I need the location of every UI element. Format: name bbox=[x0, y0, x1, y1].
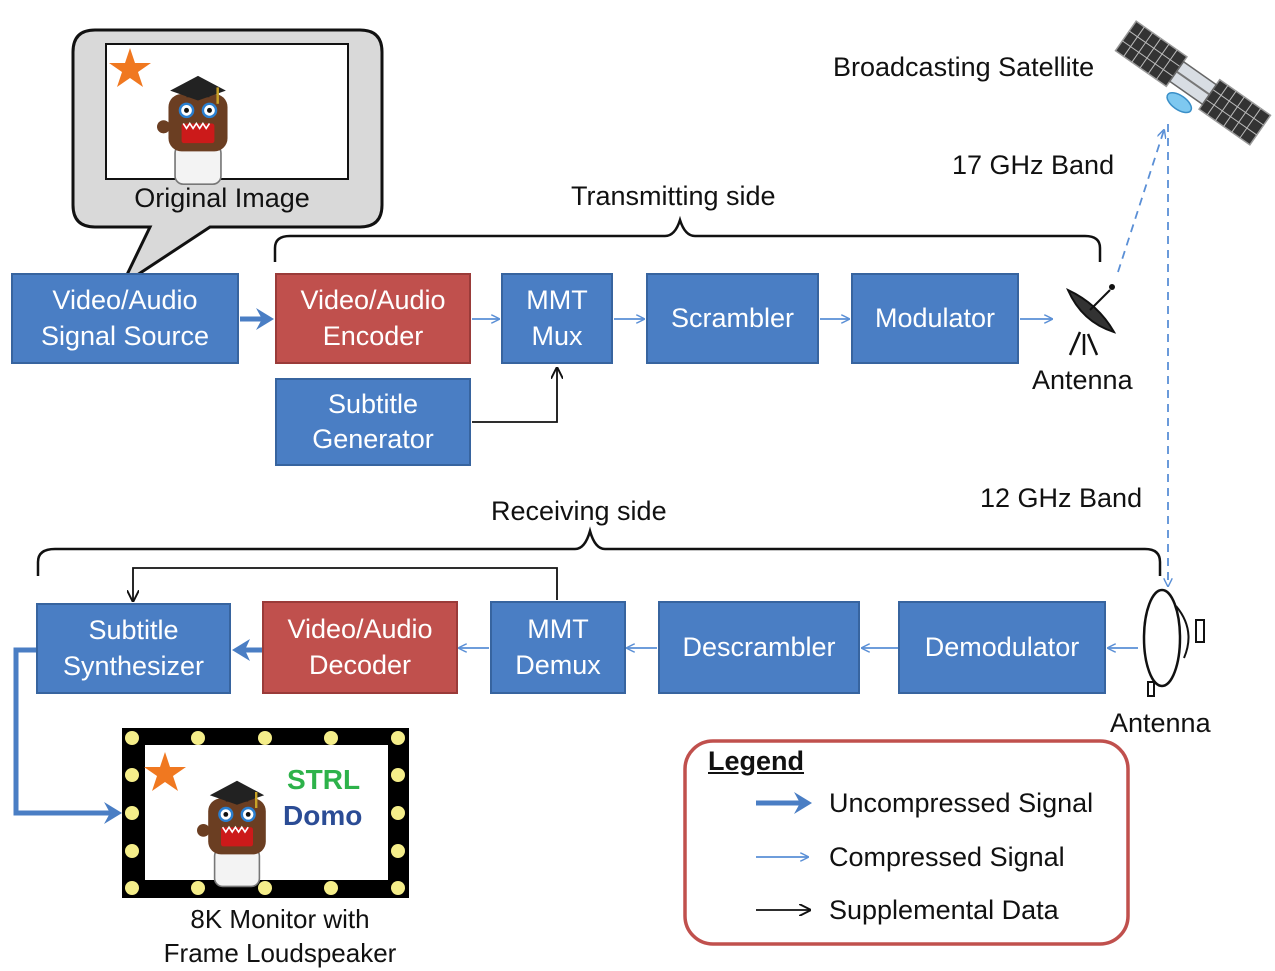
mmt-mux-block: MMT Mux bbox=[501, 273, 613, 364]
signal-source-block: Video/Audio Signal Source bbox=[11, 273, 239, 364]
legend-box bbox=[683, 739, 1130, 946]
compressed-arrows bbox=[459, 124, 1168, 648]
monitor-caption: 8K Monitor with Frame Loudspeaker bbox=[163, 904, 397, 968]
loudspeaker-lights bbox=[125, 731, 405, 895]
domo-character-icon bbox=[157, 75, 228, 185]
transmitting-brace bbox=[273, 215, 1102, 262]
transmit-antenna-icon bbox=[1066, 284, 1117, 356]
monitor-strl-text: STRL bbox=[287, 764, 361, 795]
subtitle-generator-block: Subtitle Generator bbox=[275, 378, 471, 466]
satellite-label: Broadcasting Satellite bbox=[833, 52, 1095, 82]
legend-item: Uncompressed Signal bbox=[829, 788, 1094, 818]
transmitting-side-label: Transmitting side bbox=[571, 181, 776, 211]
demodulator-block: Demodulator bbox=[898, 601, 1106, 694]
receive-antenna-icon bbox=[1142, 588, 1205, 697]
subtitle-synthesizer-block: Subtitle Synthesizer bbox=[36, 603, 231, 694]
uncompressed-arrowheads bbox=[104, 308, 274, 824]
downlink-band-label: 12 GHz Band bbox=[980, 483, 1143, 513]
legend-title: Legend bbox=[708, 746, 805, 776]
receiving-side-label: Receiving side bbox=[491, 496, 667, 526]
receive-antenna-label: Antenna bbox=[1110, 708, 1211, 738]
mmt-demux-block: MMT Demux bbox=[490, 601, 626, 694]
legend-uncompressed-arrow-icon bbox=[756, 792, 812, 814]
modulator-block: Modulator bbox=[851, 273, 1019, 364]
star-icon bbox=[109, 48, 151, 87]
video-audio-decoder-block: Video/Audio Decoder bbox=[262, 601, 458, 694]
receiving-brace bbox=[36, 526, 1162, 576]
legend-item: Compressed Signal bbox=[829, 842, 1065, 872]
uncompressed-arrows bbox=[13, 316, 262, 816]
original-image-caption: Original Image bbox=[134, 183, 310, 213]
descrambler-block: Descrambler bbox=[658, 601, 860, 694]
supplemental-arrows bbox=[133, 368, 557, 601]
legend-item: Supplemental Data bbox=[829, 895, 1059, 925]
video-audio-encoder-block: Video/Audio Encoder bbox=[275, 273, 471, 364]
star-icon bbox=[144, 752, 186, 791]
monitor-frame bbox=[122, 728, 409, 898]
transmit-antenna-label: Antenna bbox=[1032, 365, 1133, 395]
scrambler-block: Scrambler bbox=[646, 273, 819, 364]
uplink-band-label: 17 GHz Band bbox=[952, 150, 1115, 180]
monitor-domo-text: Domo bbox=[283, 800, 363, 831]
domo-character-icon bbox=[197, 780, 266, 888]
satellite-icon bbox=[1114, 20, 1272, 146]
